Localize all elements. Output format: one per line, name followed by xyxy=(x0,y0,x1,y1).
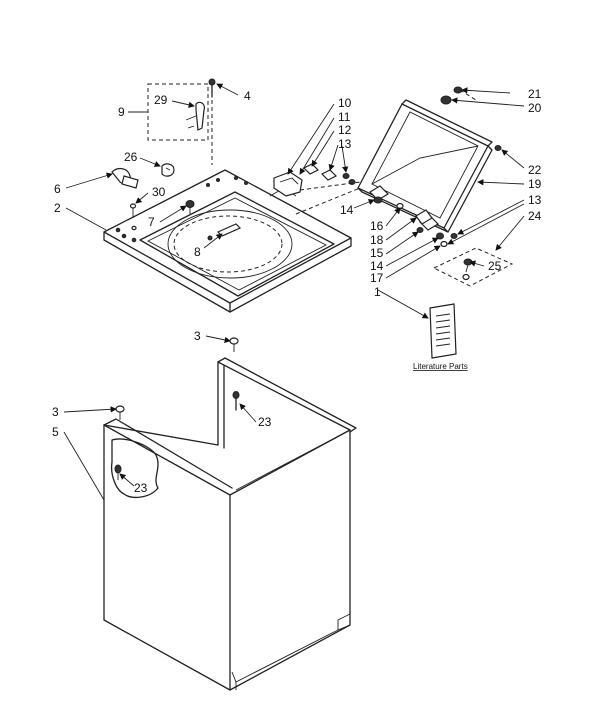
cabinet xyxy=(103,357,357,691)
callout-24: 24 xyxy=(528,209,542,223)
cutaway-view xyxy=(110,438,159,499)
screw-4 xyxy=(208,78,216,165)
callout-11: 11 xyxy=(338,110,351,124)
callout-23b: 23 xyxy=(134,481,148,495)
callout-21: 21 xyxy=(528,87,542,101)
callout-13a: 13 xyxy=(338,137,352,151)
top-panel xyxy=(103,169,352,313)
callout-8: 8 xyxy=(194,245,201,259)
clip-3-lower xyxy=(115,405,125,420)
callout-14a: 14 xyxy=(340,203,354,217)
leader-lines xyxy=(63,83,525,501)
callout-1: 1 xyxy=(374,285,381,299)
callout-15: 15 xyxy=(370,246,384,260)
hose-clip-6 xyxy=(111,167,139,189)
callout-2: 2 xyxy=(54,201,61,215)
callout-3b: 3 xyxy=(52,405,59,419)
callout-10: 10 xyxy=(338,96,352,110)
screws-30 xyxy=(129,203,137,231)
callout-4: 4 xyxy=(244,89,251,103)
literature-booklet xyxy=(429,303,457,359)
callout-6: 6 xyxy=(54,182,61,196)
callout-12: 12 xyxy=(338,123,352,137)
callout-22: 22 xyxy=(528,163,542,177)
callout-30: 30 xyxy=(152,185,166,199)
screw-icon xyxy=(114,464,122,474)
screw-7 xyxy=(185,200,195,214)
callout-13b: 13 xyxy=(528,193,542,207)
callout-17: 17 xyxy=(370,271,384,285)
callout-19: 19 xyxy=(528,177,542,191)
callout-16: 16 xyxy=(370,219,384,233)
callout-9: 9 xyxy=(118,105,125,119)
lid-switch xyxy=(207,223,242,241)
bumper-26 xyxy=(161,163,175,177)
callout-23a: 23 xyxy=(258,415,272,429)
callout-14b: 14 xyxy=(370,259,384,273)
callout-20: 20 xyxy=(528,101,542,115)
callout-3a: 3 xyxy=(194,329,201,343)
lid xyxy=(357,86,502,233)
literature-parts-label: Literature Parts xyxy=(413,362,468,371)
callout-7: 7 xyxy=(148,215,155,229)
rear-screw-23 xyxy=(232,391,240,411)
clip-3-upper xyxy=(229,337,239,352)
callout-26: 26 xyxy=(124,150,138,164)
callout-29: 29 xyxy=(154,93,168,107)
callout-5: 5 xyxy=(52,425,59,439)
callout-25: 25 xyxy=(488,259,502,273)
lid-hinge-parts xyxy=(373,196,458,248)
callout-labels: 4 29 9 26 6 30 2 7 8 10 11 12 13 14 21 2… xyxy=(52,87,542,495)
callout-18: 18 xyxy=(370,233,384,247)
